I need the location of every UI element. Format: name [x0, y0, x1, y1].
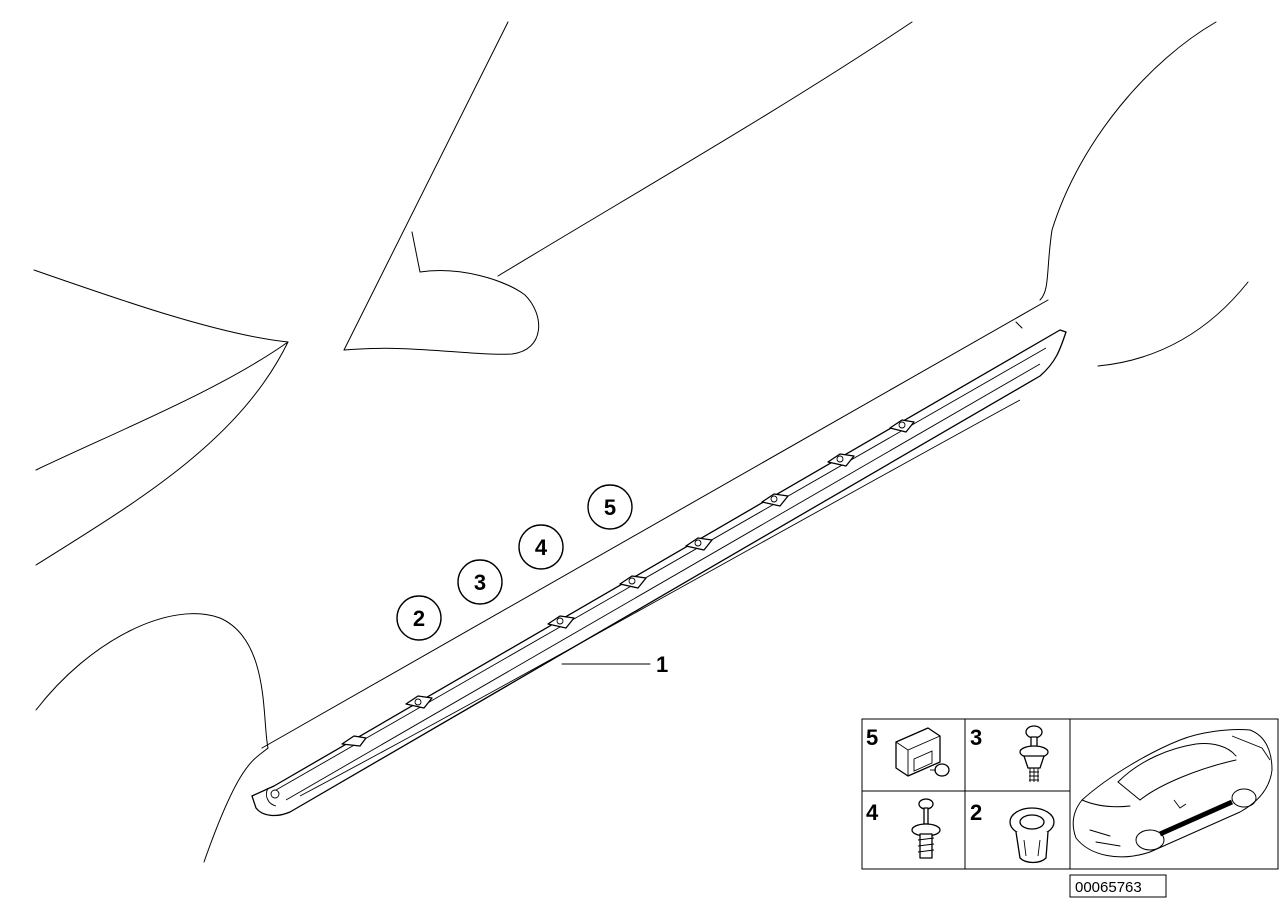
side-skirt-part	[251, 329, 1067, 817]
callout-5[interactable]: 5	[587, 484, 633, 530]
callout-4[interactable]: 4	[518, 524, 564, 570]
inset-parts-table: 5 3 4 2	[861, 718, 1279, 870]
callout-3[interactable]: 3	[457, 559, 503, 605]
callout-2[interactable]: 2	[396, 595, 442, 641]
part-1-label: 1	[656, 652, 668, 677]
callout-5-label: 5	[604, 495, 616, 520]
part-1-leader: 1	[561, 652, 668, 677]
inset-cell-vehicle	[1069, 718, 1279, 870]
inset-num-3: 3	[970, 725, 982, 750]
grommet-icon	[1009, 807, 1055, 864]
reference-number-box: 00065763	[1069, 874, 1167, 898]
inset-cell-3	[964, 718, 1071, 792]
inset-num-5: 5	[866, 725, 878, 750]
inset-num-4: 4	[866, 800, 879, 825]
callout-4-label: 4	[535, 535, 548, 560]
reference-number: 00065763	[1075, 879, 1142, 896]
mounting-tabs	[270, 419, 915, 799]
callout-2-label: 2	[413, 606, 425, 631]
car-body-outline	[33, 21, 1249, 863]
clip-icon	[895, 727, 950, 777]
push-rivet-icon	[911, 798, 941, 859]
expanding-rivet-icon	[1019, 725, 1049, 782]
callout-3-label: 3	[474, 570, 486, 595]
car-overview-icon	[1072, 729, 1273, 858]
inset-num-2: 2	[970, 800, 982, 825]
